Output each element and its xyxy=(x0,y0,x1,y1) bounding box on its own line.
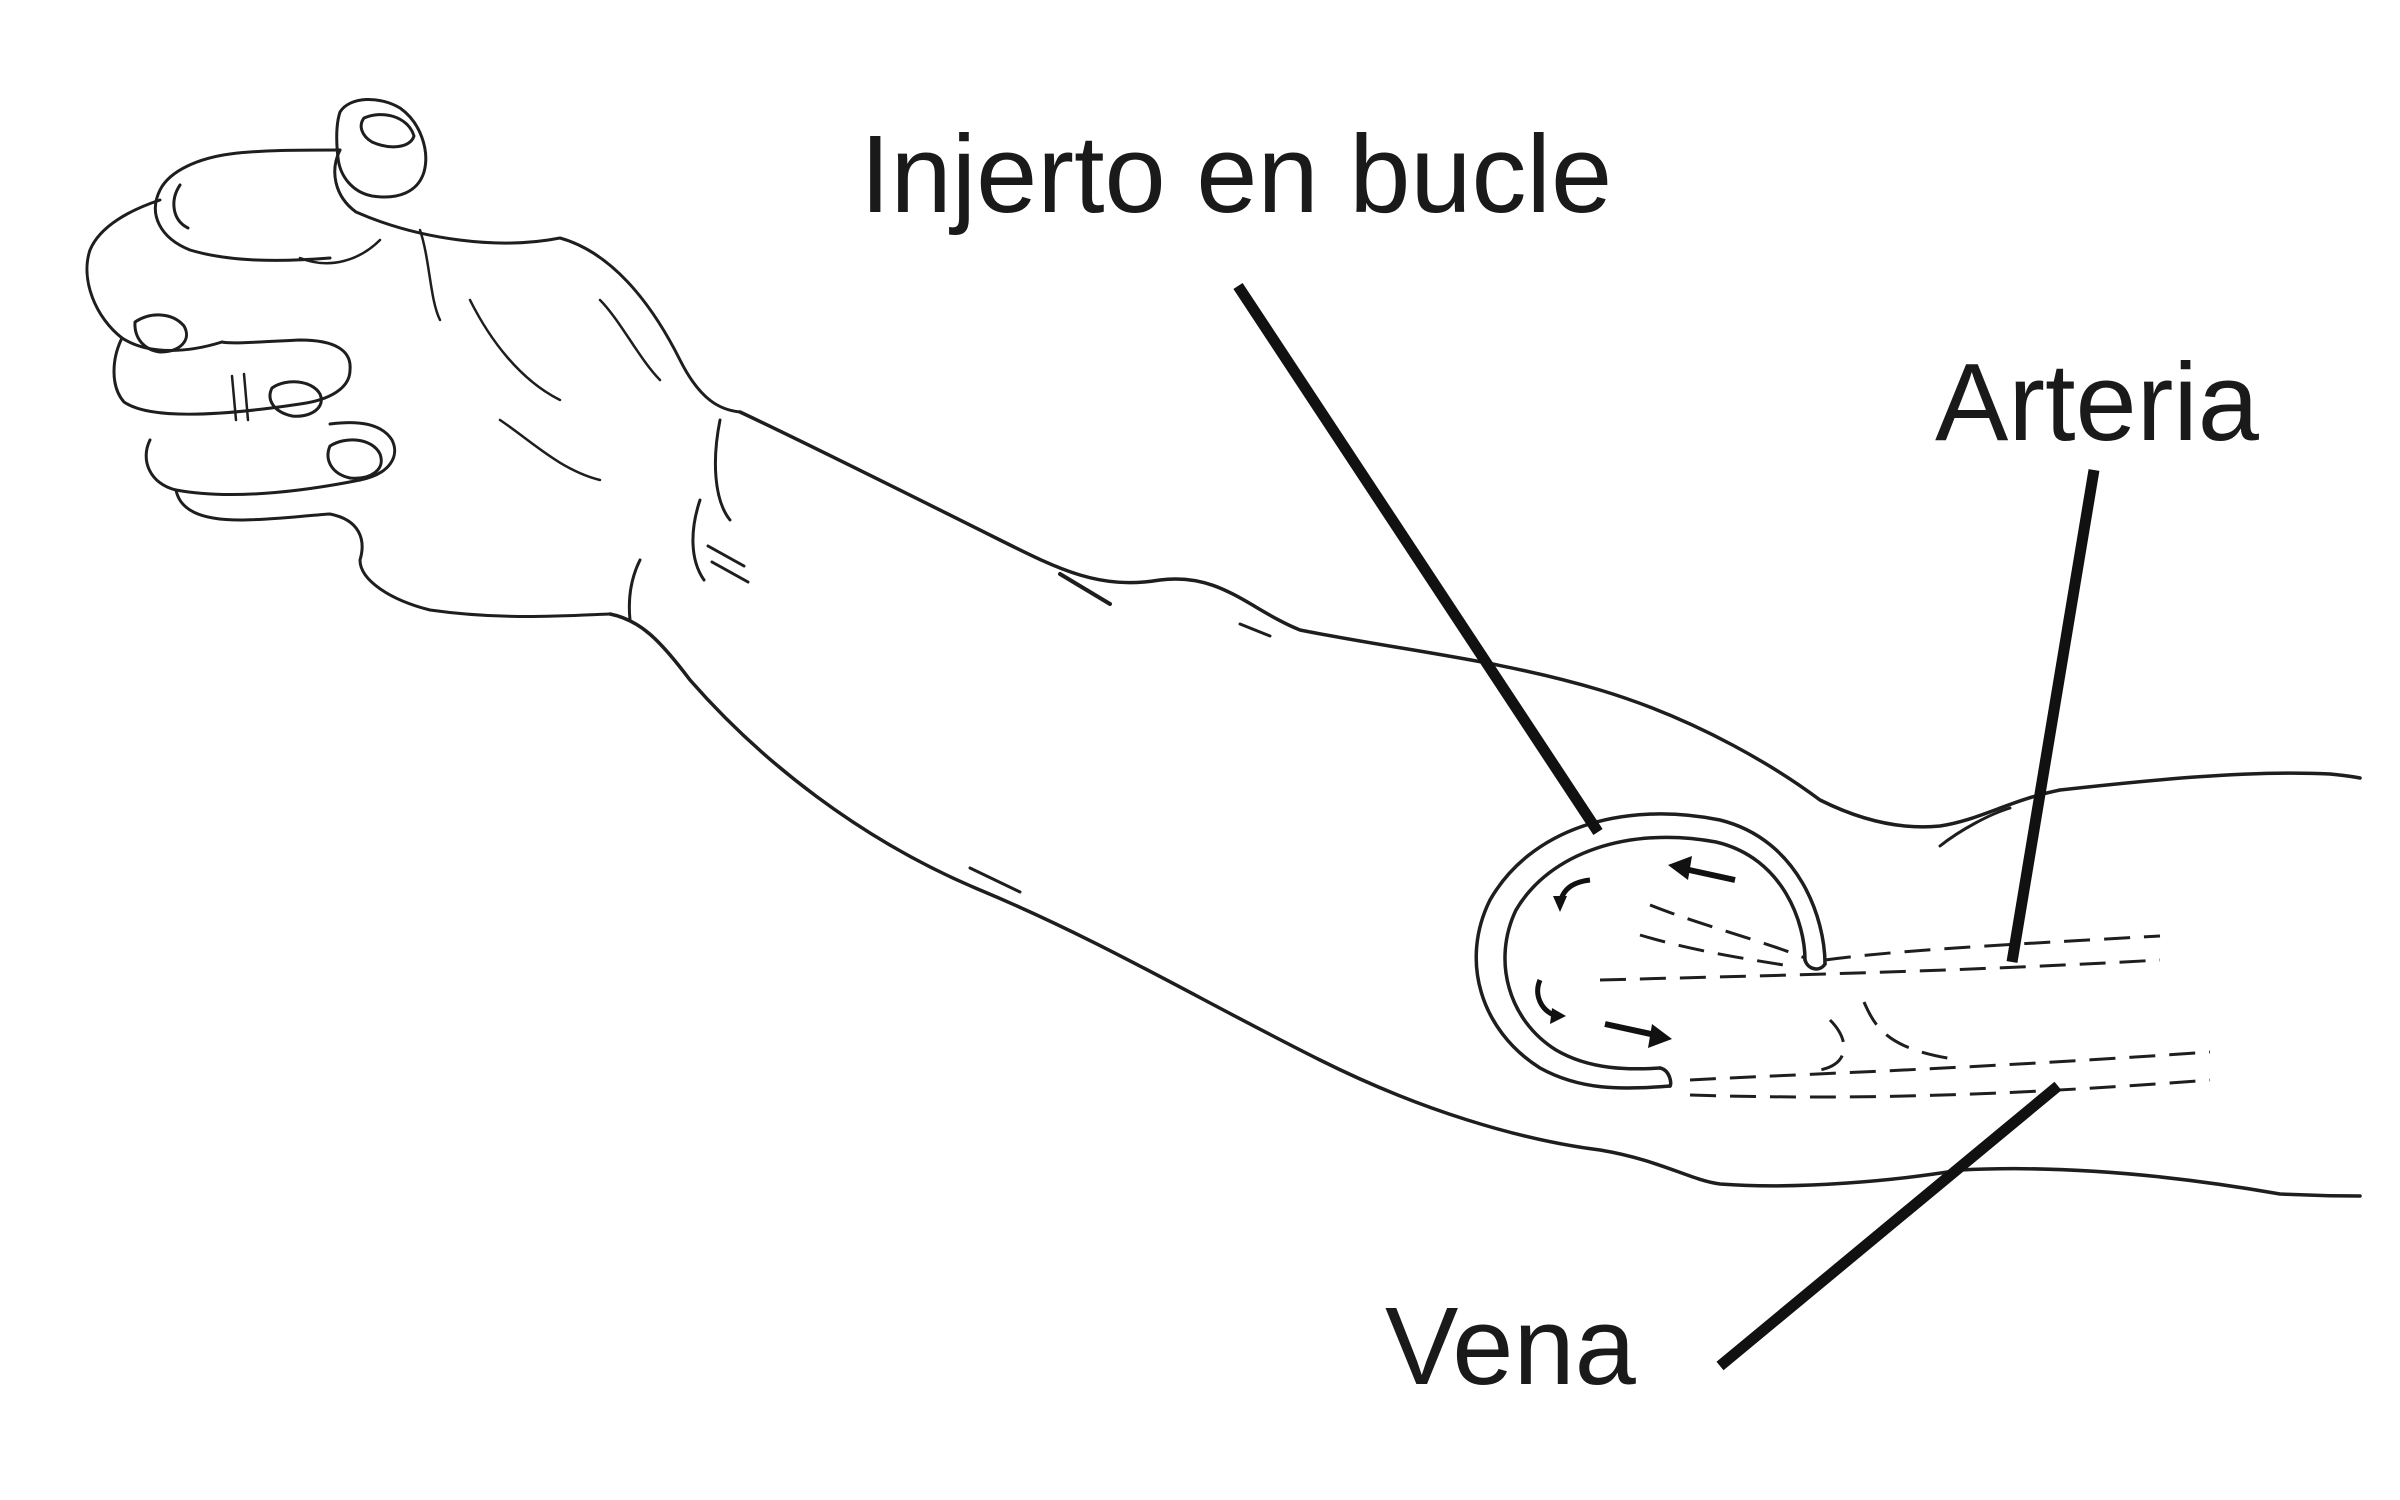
leader-line-loop-graft xyxy=(1233,282,1603,836)
leader-line-artery xyxy=(2006,469,2100,963)
artery-label: Arteria xyxy=(1935,341,2259,464)
leader-lines xyxy=(1233,282,2100,1371)
vein-label: Vena xyxy=(1385,1285,1636,1408)
loop-graft-label: Injerto en bucle xyxy=(860,113,1613,236)
artery-vessel xyxy=(1599,903,2161,982)
loop-graft xyxy=(1474,812,1827,1090)
vein-vessel xyxy=(1689,1001,2211,1099)
arm-outline xyxy=(608,410,2362,1198)
leader-line-vein xyxy=(1716,1081,2062,1371)
hand-drawing xyxy=(85,97,742,622)
flow-arrows xyxy=(1535,856,1736,1048)
